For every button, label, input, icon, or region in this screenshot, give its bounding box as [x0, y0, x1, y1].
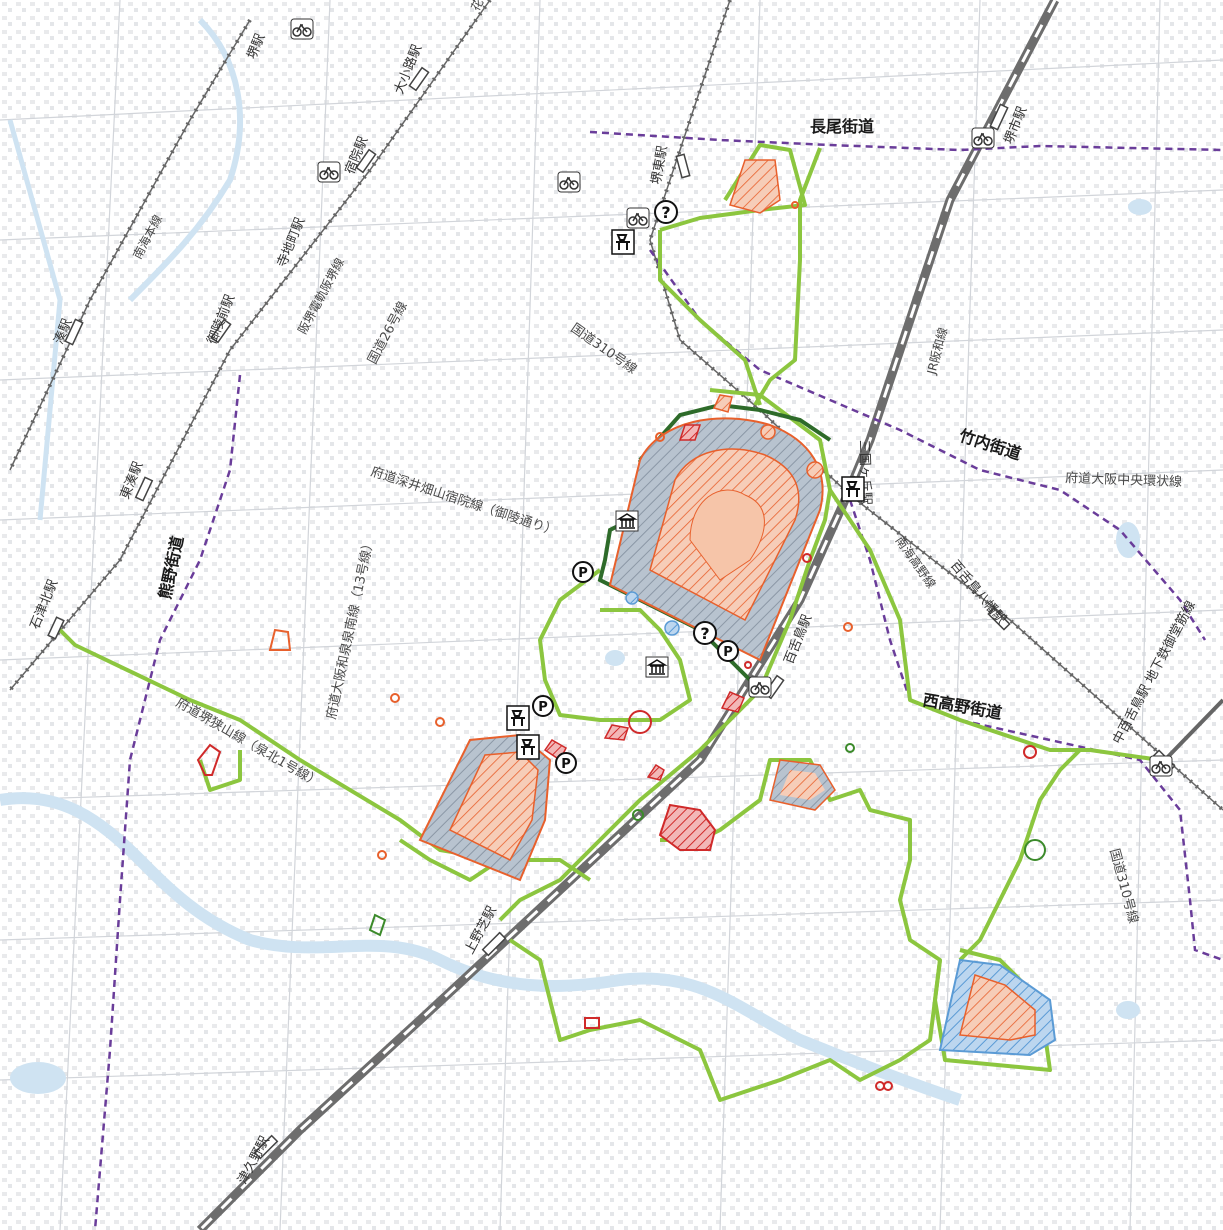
route-east	[828, 488, 1161, 962]
route-north	[658, 143, 822, 407]
parking-icon[interactable]: P	[572, 561, 594, 583]
road-label-chuo-kanjo: 府道大阪中央環状線	[1065, 470, 1183, 490]
pond	[605, 650, 625, 666]
parking-icon[interactable]: P	[717, 640, 739, 662]
kaido-label-nagao: 長尾街道	[810, 117, 874, 136]
bicycle-icon[interactable]	[626, 207, 650, 229]
north-kofun	[729, 159, 781, 214]
pond	[1116, 522, 1140, 558]
bicycle-icon[interactable]	[748, 676, 772, 698]
svg-text:P: P	[561, 757, 571, 772]
svg-text:?: ?	[700, 624, 709, 643]
museum-icon[interactable]	[615, 510, 639, 532]
pond	[1116, 1001, 1140, 1019]
station-markers	[47, 66, 1176, 1160]
pond	[1128, 199, 1152, 215]
toilet-icon[interactable]	[841, 476, 865, 502]
pond	[10, 1062, 66, 1094]
poi-icons: ? ? P P P P	[290, 18, 1173, 777]
bicycle-icon[interactable]	[1149, 755, 1173, 777]
parking-icon[interactable]: P	[555, 752, 577, 774]
toilet-icon[interactable]	[516, 734, 540, 760]
station-label-sakaihigashi: 堺東駅	[648, 144, 671, 185]
toilet-icon[interactable]	[506, 705, 530, 731]
route-southeast	[933, 948, 1052, 1072]
parking-icon[interactable]: P	[532, 695, 554, 717]
kumano-kaido	[93, 374, 242, 1230]
svg-text:P: P	[578, 566, 588, 581]
kofun-sites	[196, 159, 1057, 1091]
nagao-kaido	[589, 130, 1223, 152]
bicycle-icon[interactable]	[557, 171, 581, 193]
nisanzai-kofun-mound	[959, 974, 1036, 1041]
info-icon[interactable]: ?	[654, 200, 678, 224]
kamiishizu-kofun-mound	[449, 751, 539, 861]
red-kofun	[658, 803, 717, 851]
bicycle-icon[interactable]	[971, 127, 995, 149]
svg-text:P: P	[723, 645, 733, 660]
river	[0, 792, 962, 1106]
bicycle-icon[interactable]	[317, 161, 341, 183]
info-icon[interactable]: ?	[693, 621, 717, 645]
nishikoya-kaido	[848, 499, 1223, 962]
bicycle-icon[interactable]	[290, 18, 314, 40]
route-spur-2	[398, 838, 502, 882]
museum-icon[interactable]	[645, 656, 669, 678]
toilet-icon[interactable]	[611, 229, 635, 255]
svg-text:P: P	[538, 700, 548, 715]
subway-line	[1158, 698, 1223, 767]
walking-routes	[53, 143, 1161, 1102]
route-west	[53, 623, 592, 882]
svg-text:?: ?	[661, 203, 670, 222]
